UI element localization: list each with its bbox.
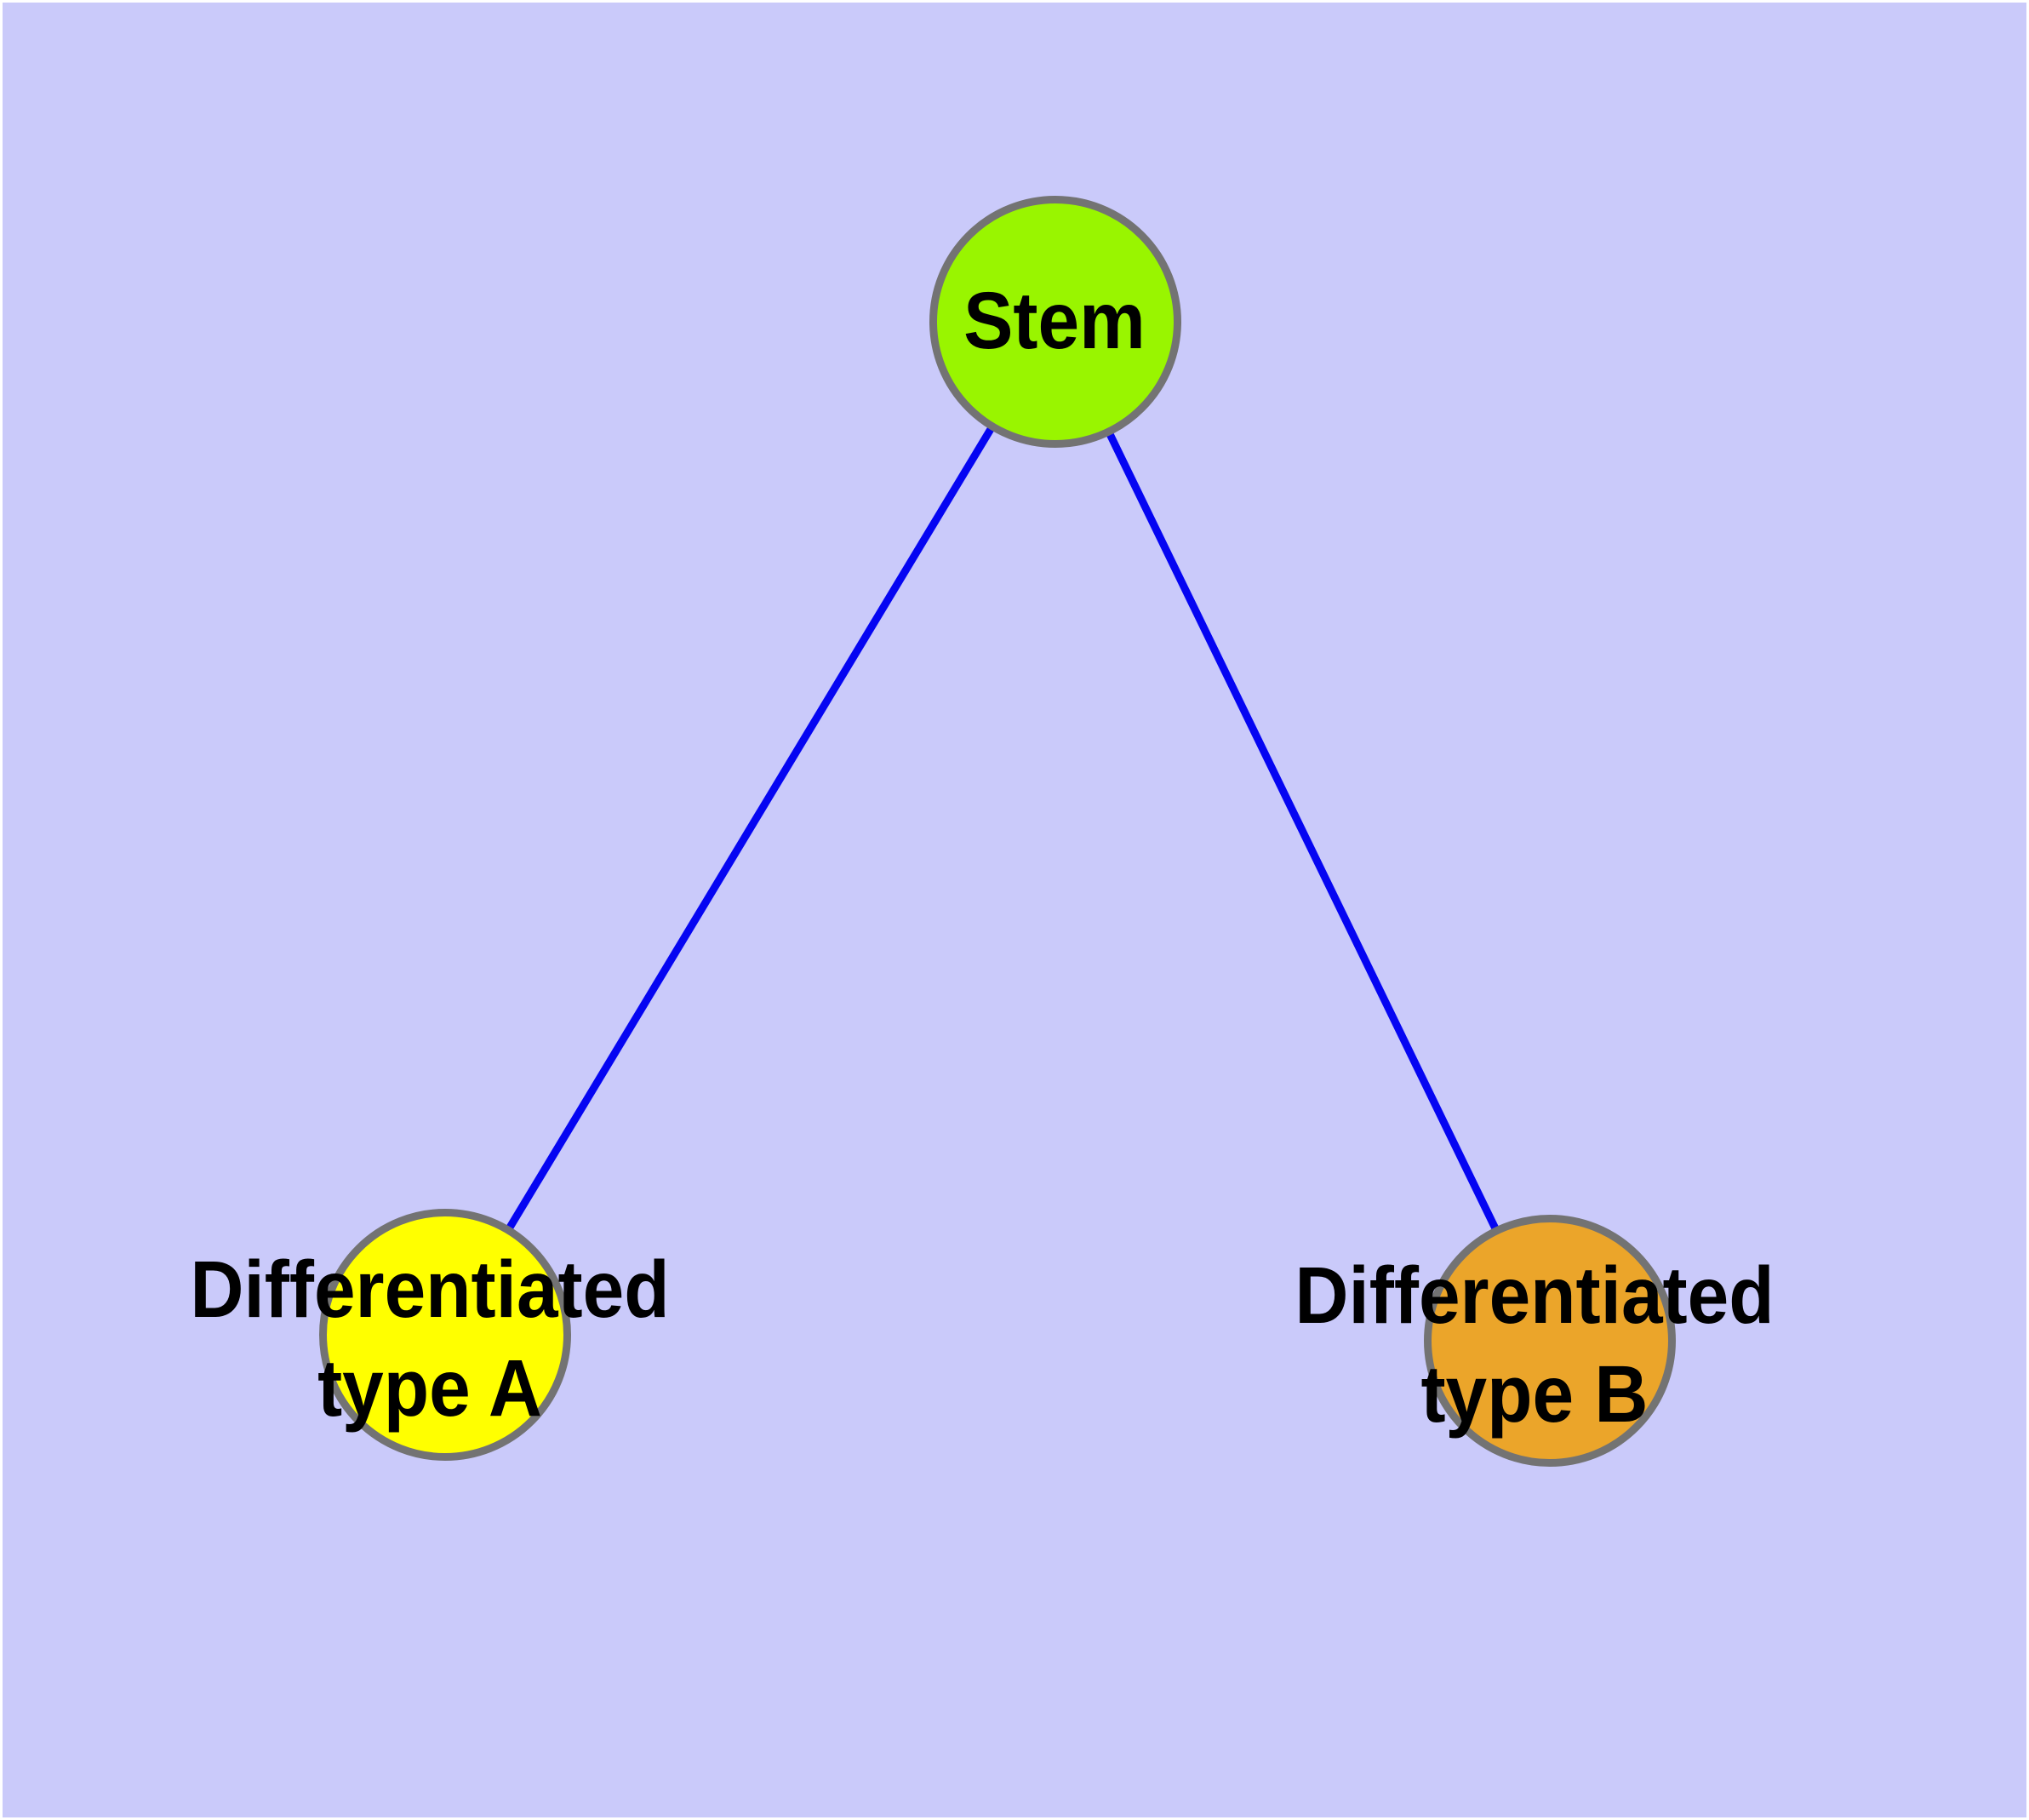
label-line-2: type B — [1420, 1349, 1649, 1439]
label-line-1: Differentiated — [1295, 1251, 1775, 1341]
edges-layer — [442, 319, 1554, 1342]
node-differentiated-type-b — [1424, 1215, 1676, 1467]
label-line-1: Stem — [963, 276, 1146, 366]
edge-stem-to-type-a — [442, 319, 1059, 1337]
node-stem — [929, 196, 1181, 448]
node-differentiated-type-a — [319, 1209, 571, 1461]
label-line-1: Differentiated — [190, 1245, 670, 1335]
edge-stem-to-type-b — [1051, 320, 1554, 1342]
node-differentiated-type-a-label: Differentiated type A — [190, 1240, 669, 1438]
node-stem-label: Stem — [963, 272, 1146, 370]
node-differentiated-type-b-label: Differentiated type B — [1295, 1246, 1774, 1444]
label-line-2: type A — [317, 1343, 542, 1434]
